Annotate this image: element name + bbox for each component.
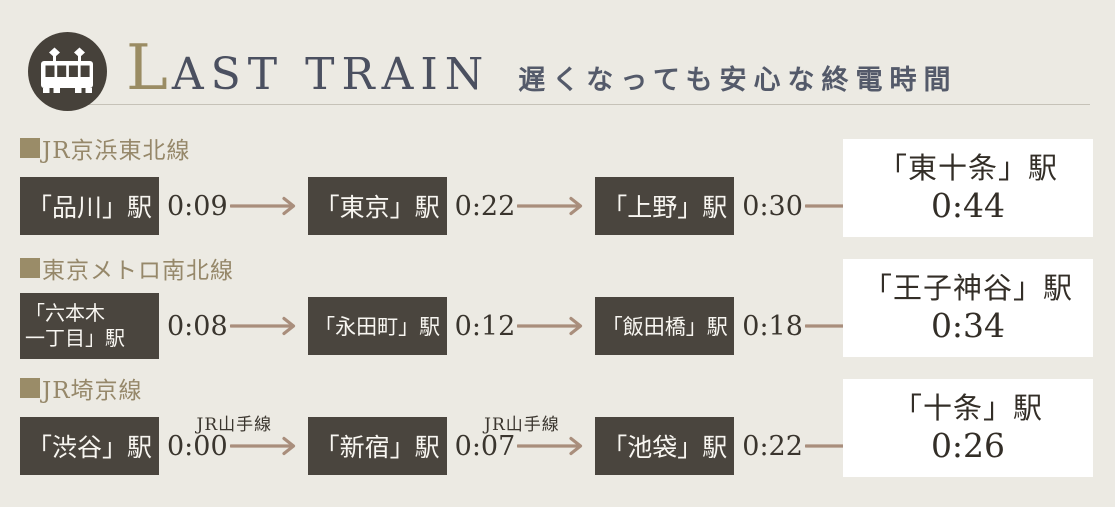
station-box: 「東京」駅 — [307, 177, 447, 235]
leg-connector: 0:22 — [455, 191, 590, 222]
leg-connector: 0:08 — [167, 311, 302, 342]
line-name: JR埼京線 — [42, 378, 143, 404]
station-box: 「六本木 一丁目」駅 — [20, 293, 159, 359]
leg-connector: JR山手線 0:07 — [454, 415, 590, 462]
line-name-label: JR埼京線 — [20, 373, 1093, 404]
route-flow: 「六本木 一丁目」駅 0:08 「永田町」駅 0:12 「飯田橋」駅 0:18 — [20, 293, 883, 359]
destination-box: 「王子神谷」駅 0:34 — [843, 259, 1093, 357]
destination-station: 「東十条」駅 — [877, 151, 1058, 186]
station-name: 「飯田橋」駅 — [601, 315, 728, 339]
line-name-label: JR京浜東北線 — [20, 133, 1093, 164]
leg-time: 0:12 — [454, 310, 516, 342]
leg-via-label: JR山手線 — [484, 414, 560, 435]
destination-station: 「王子神谷」駅 — [862, 271, 1073, 306]
station-name: 「上野」駅 — [602, 193, 728, 222]
leg-time: 0:09 — [167, 190, 228, 222]
station-box: 「渋谷」駅 — [20, 417, 159, 475]
station-name: 「品川」駅 — [26, 193, 152, 222]
title-initial-letter: L — [126, 31, 172, 104]
leg-via-label: JR山手線 — [196, 414, 273, 435]
destination-box: 「東十条」駅 0:44 — [843, 139, 1093, 237]
leg-time: 0:00 — [167, 430, 228, 462]
station-box: 「池袋」駅 — [595, 417, 735, 475]
title-text: AST TRAIN — [171, 49, 491, 100]
station-name: 「新宿」駅 — [314, 433, 440, 462]
station-box: 「品川」駅 — [20, 177, 159, 235]
line-section-saikyo: JR埼京線 「渋谷」駅 JR山手線 0:00 「新宿」駅 JR山手線 0:07 … — [20, 373, 1093, 485]
arrow-icon — [517, 196, 583, 216]
station-box: 「新宿」駅 — [307, 417, 447, 475]
route-flow: 「渋谷」駅 JR山手線 0:00 「新宿」駅 JR山手線 0:07 「池袋」駅 … — [20, 413, 883, 479]
leg-time: 0:30 — [742, 190, 803, 222]
destination-time: 0:34 — [930, 306, 1006, 346]
arrow-icon — [517, 436, 583, 456]
destination-time: 0:44 — [930, 186, 1006, 226]
destination-box: 「十条」駅 0:26 — [843, 379, 1093, 477]
station-name: 「池袋」駅 — [602, 433, 728, 462]
arrow-icon — [517, 316, 583, 336]
line-name-label: 東京メトロ南北線 — [20, 253, 1093, 284]
line-marker-square — [20, 138, 40, 158]
arrow-icon — [229, 196, 295, 216]
destination-time: 0:26 — [930, 426, 1006, 466]
leg-connector: 0:09 — [167, 191, 302, 222]
leg-connector: 0:22 — [742, 431, 877, 462]
destination-station: 「十条」駅 — [892, 391, 1043, 426]
leg-time: 0:08 — [167, 310, 228, 342]
leg-time: 0:22 — [454, 190, 516, 222]
station-name: 「渋谷」駅 — [26, 433, 152, 462]
station-box: 「上野」駅 — [595, 177, 735, 235]
line-name: JR京浜東北線 — [42, 138, 191, 164]
station-box: 「飯田橋」駅 — [595, 297, 735, 355]
route-flow: 「品川」駅 0:09 「東京」駅 0:22 「上野」駅 0:30 — [20, 173, 883, 239]
station-name: 「六本木 一丁目」駅 — [25, 301, 125, 350]
leg-time: 0:18 — [742, 310, 803, 342]
station-name: 「永田町」駅 — [314, 315, 441, 339]
line-marker-square — [20, 378, 40, 398]
leg-connector: 0:12 — [455, 311, 590, 342]
station-name: 「東京」駅 — [314, 193, 440, 222]
leg-connector: JR山手線 0:00 — [167, 415, 302, 462]
line-section-namboku: 東京メトロ南北線 「六本木 一丁目」駅 0:08 「永田町」駅 0:12 「飯田… — [20, 253, 1093, 365]
arrow-icon — [229, 316, 295, 336]
station-box: 「永田町」駅 — [307, 297, 447, 355]
train-icon — [28, 32, 107, 111]
arrow-icon — [229, 436, 295, 456]
title-subtitle: 遅くなっても安心な終電時間 — [518, 65, 958, 96]
line-marker-square — [20, 258, 40, 278]
line-name: 東京メトロ南北線 — [42, 258, 234, 284]
leg-time: 0:07 — [454, 430, 516, 462]
leg-time: 0:22 — [742, 430, 803, 462]
line-section-keihintohoku: JR京浜東北線 「品川」駅 0:09 「東京」駅 0:22 「上野」駅 0:30… — [20, 133, 1093, 245]
header-divider — [60, 104, 1090, 105]
